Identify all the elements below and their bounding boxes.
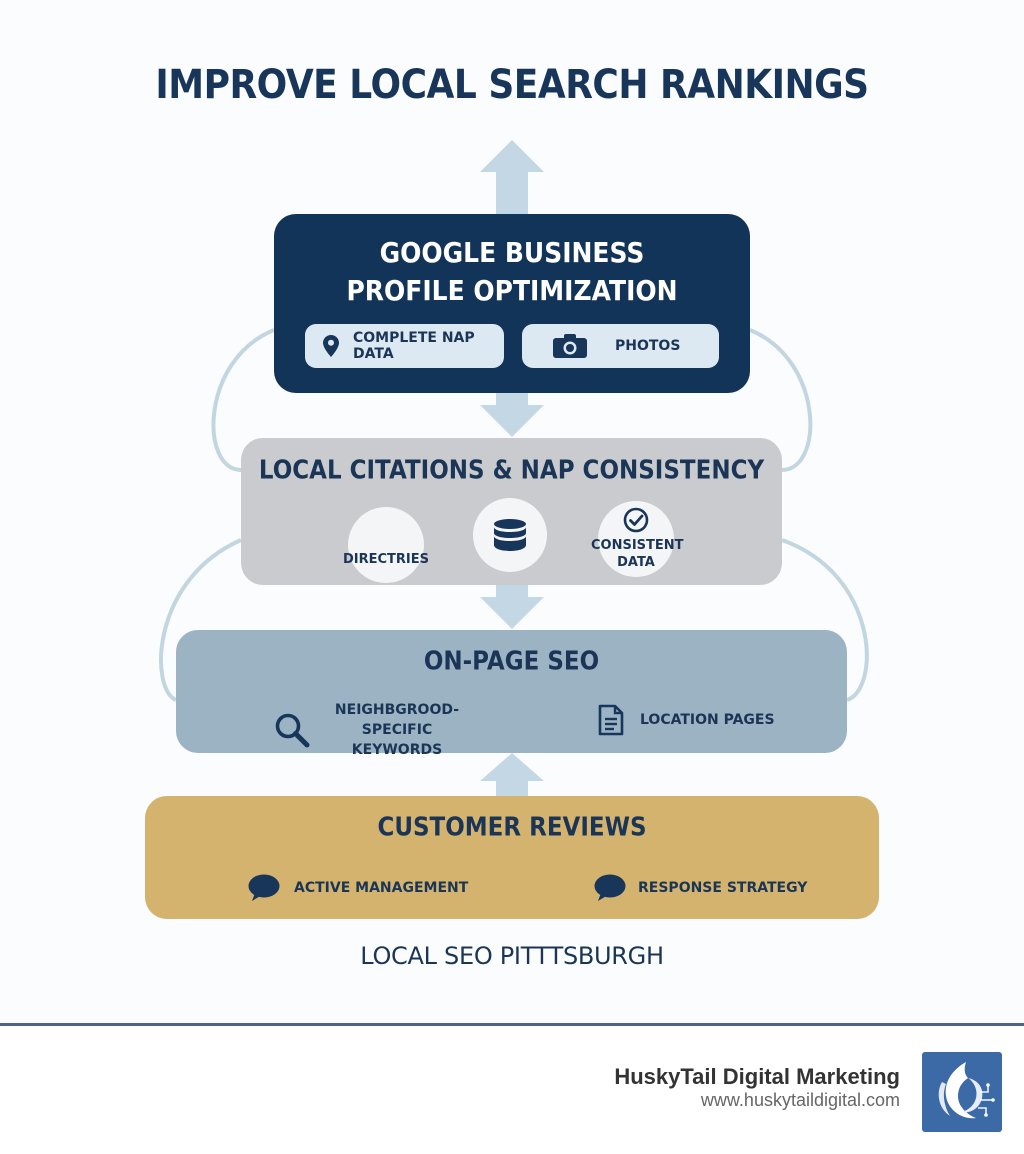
- pill-label: PHOTOS: [615, 338, 681, 354]
- loop-right-upper: [749, 328, 813, 472]
- tier-title: LOCAL CITATIONS & NAP CONSISTENCY: [258, 456, 765, 486]
- item-label: ACTIVE MANAGEMENT: [294, 880, 469, 896]
- arrow-down-2: [480, 585, 544, 629]
- item-neighborhood-keywords: NEIGHBGROOD-SPECIFIC KEYWORDS: [274, 700, 476, 760]
- check-circle-icon: [623, 507, 649, 533]
- arrow-up-bottom: [480, 753, 544, 796]
- item-active-management: ACTIVE MANAGEMENT: [248, 874, 468, 902]
- pill-complete-nap-data: COMPLETE NAP DATA: [305, 324, 504, 368]
- footer: [0, 1026, 1024, 1154]
- loop-right-lower: [781, 538, 869, 702]
- circle-label: DIRECTRIES: [342, 551, 430, 567]
- speech-bubble-icon: [594, 874, 626, 902]
- item-label: LOCATION PAGES: [640, 712, 775, 728]
- circle-database: [473, 498, 547, 572]
- tier-local-citations: LOCAL CITATIONS & NAP CONSISTENCY DIRECT…: [241, 438, 782, 585]
- brand-url[interactable]: www.huskytaildigital.com: [700, 1090, 900, 1110]
- speech-bubble-icon: [248, 874, 280, 902]
- loop-left-lower: [159, 538, 242, 702]
- tier-title: ON-PAGE SEO: [423, 647, 600, 677]
- tier-title: CUSTOMER REVIEWS: [377, 813, 647, 843]
- arrow-down-1: [480, 393, 544, 437]
- database-icon: [493, 519, 527, 551]
- tier-title: GOOGLE BUSINESS PROFILE OPTIMIZATION: [346, 236, 678, 307]
- brand-name: HuskyTail Digital Marketing: [614, 1064, 900, 1089]
- document-icon: [598, 704, 624, 736]
- circle-directries: DIRECTRIES: [343, 507, 429, 583]
- camera-icon: [553, 334, 587, 358]
- item-label: NEIGHBGROOD-SPECIFIC KEYWORDS: [334, 702, 460, 758]
- tier-on-page-seo: ON-PAGE SEO NEIGHBGROOD-SPECIFIC KEYWORD…: [176, 630, 847, 758]
- tier-customer-reviews: CUSTOMER REVIEWS ACTIVE MANAGEMENT RESPO…: [145, 796, 879, 919]
- circle-label: CONSISTENT DATA: [591, 538, 684, 570]
- arrow-up-top: [480, 140, 544, 214]
- loop-connectors: [159, 328, 869, 702]
- search-icon: [274, 712, 310, 748]
- page-title: IMPROVE LOCAL SEARCH RANKINGS: [155, 62, 869, 108]
- map-pin-icon: [323, 335, 339, 357]
- diagram-subtitle: LOCAL SEO PITTTSBURGH: [360, 942, 664, 970]
- item-label: RESPONSE STRATEGY: [638, 880, 808, 896]
- arrows: [480, 140, 544, 796]
- item-location-pages: LOCATION PAGES: [598, 704, 775, 736]
- circle-consistent-data: CONSISTENT DATA: [591, 501, 684, 577]
- pill-photos: PHOTOS: [522, 324, 719, 368]
- pill-label: COMPLETE NAP DATA: [353, 330, 475, 362]
- item-response-strategy: RESPONSE STRATEGY: [594, 874, 807, 902]
- footer-divider: [0, 1023, 1024, 1026]
- huskytail-logo-icon: [922, 1052, 1002, 1132]
- loop-left-upper: [211, 328, 275, 472]
- tier-google-business-profile: GOOGLE BUSINESS PROFILE OPTIMIZATION COM…: [274, 214, 750, 393]
